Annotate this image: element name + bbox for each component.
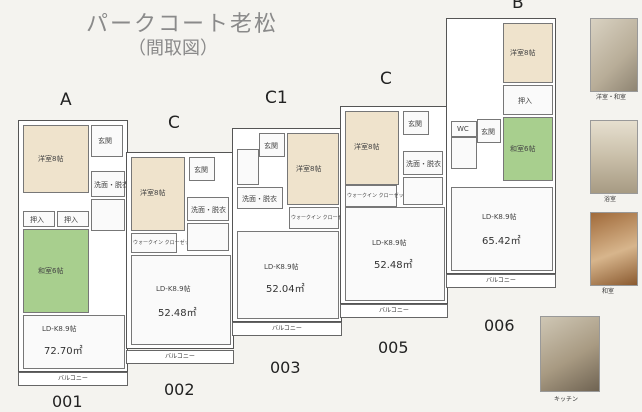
ldk-label: LD-K8.9帖	[42, 325, 77, 333]
room-western-003: 洋室8帖	[287, 133, 339, 205]
closet-003: ウォークイン クローゼット	[289, 207, 353, 229]
type-label-c: C	[168, 113, 180, 133]
photo-kitchen	[540, 316, 600, 392]
unit-number-003: 003	[270, 358, 301, 377]
storage-label: 押入	[518, 97, 532, 105]
unit-number-006: 006	[484, 316, 515, 335]
entrance-label: 玄関	[264, 142, 278, 150]
balcony-006: バルコニー	[446, 274, 556, 288]
room-label: 洋室8帖	[354, 143, 380, 151]
ldk-label: LD-K8.9帖	[372, 239, 407, 247]
floorplan-002: 洋室8帖 ウォークイン クローゼット 玄関 洗面・脱衣 LD-K8.9帖 52.…	[126, 152, 234, 349]
storage-label: 押入	[30, 216, 44, 224]
floorplan-003: 洋室8帖 玄関 洗面・脱衣 ウォークイン クローゼット LD-K8.9帖 52.…	[232, 128, 353, 322]
wash-label: 洗面・脱衣	[191, 206, 226, 214]
unit-number-001: 001	[52, 392, 83, 411]
entrance-006: 玄関	[477, 119, 501, 143]
type-label-a: A	[60, 90, 72, 110]
room-western-002: 洋室8帖	[131, 157, 185, 231]
bath-002	[187, 223, 229, 251]
room-label: 洋室8帖	[140, 189, 166, 197]
storage-label: 押入	[64, 216, 78, 224]
ldk-003: LD-K8.9帖 52.04㎡	[237, 231, 339, 319]
photo-room	[590, 18, 638, 92]
photo-japanese	[590, 212, 638, 286]
room-label: 和室6帖	[510, 145, 536, 153]
area-label: 72.70㎡	[44, 346, 83, 357]
entrance-005: 玄関	[403, 111, 429, 135]
photo-kitchen-caption: キッチン	[554, 396, 579, 403]
room-label: 和室6帖	[38, 267, 64, 275]
unit-number-005: 005	[378, 338, 409, 357]
entrance-label: 玄関	[481, 128, 495, 136]
bath-001	[91, 199, 125, 231]
room-label: 洋室8帖	[38, 155, 64, 163]
ldk-label: LD-K8.9帖	[156, 285, 191, 293]
ldk-005: LD-K8.9帖 52.48㎡	[345, 207, 445, 301]
ldk-001: LD-K8.9帖 72.70㎡	[23, 315, 125, 369]
photo-japanese-caption: 和室	[602, 288, 615, 295]
wash-006: WC	[451, 121, 477, 137]
floorplan-001: 洋室8帖 押入 押入 和室6帖 玄関 洗面・脱衣 LD-K8.9帖 72.70㎡	[18, 120, 129, 372]
closet-002: ウォークイン クローゼット	[131, 233, 195, 253]
bath-003	[237, 149, 259, 185]
storage-001: 押入	[23, 211, 55, 227]
balcony-005: バルコニー	[340, 304, 448, 318]
type-label-c1: C1	[265, 88, 288, 108]
unit-number-002: 002	[164, 380, 195, 399]
entrance-001: 玄関	[91, 125, 123, 157]
floorplan-005: 洋室8帖 玄関 洗面・脱衣 ウォークイン クローゼット LD-K8.9帖 52.…	[340, 106, 448, 304]
storage-006: 押入	[503, 85, 553, 115]
wash-label: 洗面・脱衣	[242, 195, 277, 203]
bath-005	[403, 177, 443, 205]
room-label: 洋室8帖	[510, 49, 536, 57]
floorplan-006: 洋室8帖 和室6帖 押入 玄関 WC LD-K8.9帖 65.42㎡	[446, 18, 556, 274]
closet-005: ウォークイン クローゼット	[345, 185, 409, 207]
area-label: 52.04㎡	[266, 284, 305, 295]
room-western-006: 洋室8帖	[503, 23, 553, 83]
area-label: 52.48㎡	[374, 260, 413, 271]
photo-bath-caption: 浴室	[604, 196, 617, 203]
entrance-label: 玄関	[408, 120, 422, 128]
balcony-001: バルコニー	[18, 372, 128, 386]
room-japanese-001: 和室6帖	[23, 229, 89, 313]
closet-label: ウォークイン クローゼット	[347, 193, 409, 199]
entrance-label: 玄関	[98, 137, 112, 145]
bath-006	[451, 137, 477, 169]
room-label: 洋室8帖	[296, 165, 322, 173]
ldk-002: LD-K8.9帖 52.48㎡	[131, 255, 231, 345]
ldk-006: LD-K8.9帖 65.42㎡	[451, 187, 553, 271]
photo-room-caption: 洋室・和室	[596, 94, 627, 101]
room-western-001: 洋室8帖	[23, 125, 89, 193]
balcony-002: バルコニー	[126, 350, 234, 364]
page-title: パークコート老松	[86, 12, 279, 37]
balcony-003: バルコニー	[232, 322, 342, 336]
type-label-c: C	[380, 69, 392, 89]
wash-003: 洗面・脱衣	[237, 187, 283, 209]
wash-label: 洗面・脱衣	[94, 181, 129, 189]
room-japanese-006: 和室6帖	[503, 117, 553, 181]
entrance-label: 玄関	[194, 166, 208, 174]
wash-label: WC	[457, 125, 469, 133]
area-label: 52.48㎡	[158, 308, 197, 319]
room-western-005: 洋室8帖	[345, 111, 399, 185]
page-subtitle: （間取図）	[128, 38, 218, 59]
entrance-003: 玄関	[259, 133, 285, 157]
closet-label: ウォークイン クローゼット	[291, 215, 353, 221]
photo-bath	[590, 120, 638, 194]
wash-001: 洗面・脱衣	[91, 171, 129, 197]
wash-label: 洗面・脱衣	[406, 160, 441, 168]
wash-002: 洗面・脱衣	[187, 197, 229, 221]
entrance-002: 玄関	[189, 157, 215, 181]
area-label: 65.42㎡	[482, 236, 521, 247]
storage-001b: 押入	[57, 211, 89, 227]
wash-005: 洗面・脱衣	[403, 151, 443, 175]
ldk-label: LD-K8.9帖	[482, 213, 517, 221]
ldk-label: LD-K8.9帖	[264, 263, 299, 271]
type-label-b: B	[512, 0, 524, 13]
closet-label: ウォークイン クローゼット	[133, 240, 195, 246]
